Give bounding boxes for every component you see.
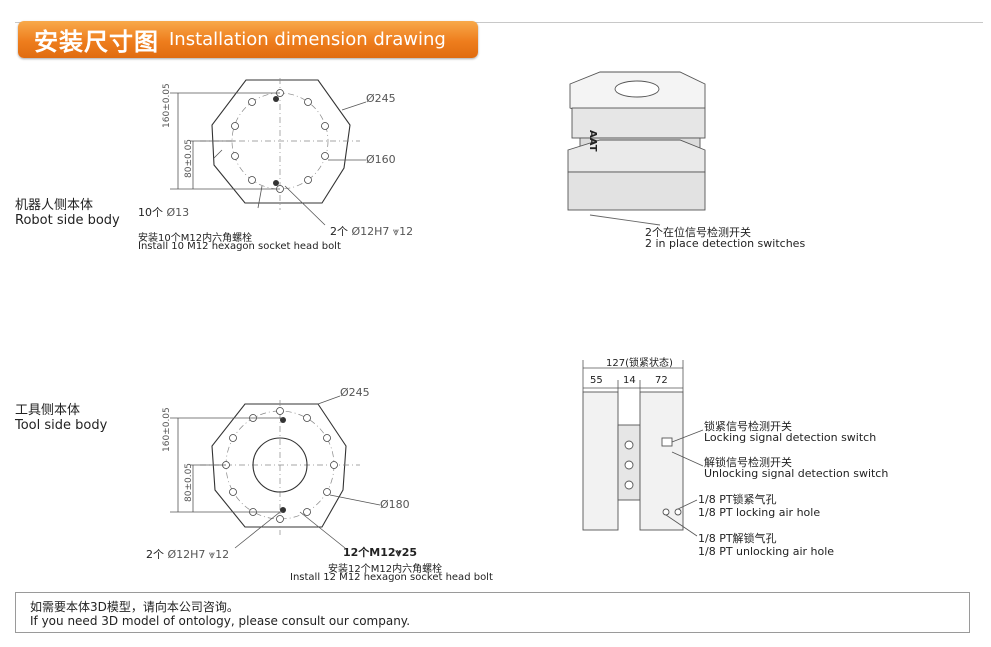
iso-switch-zh: 2个在位信号检测开关 <box>645 226 751 239</box>
footer-note-zh: 如需要本体3D模型，请向本公司咨询。 <box>30 600 239 614</box>
side-dim-c: 72 <box>655 375 668 386</box>
tool-center-bore <box>252 437 308 493</box>
tool-dim-outer: Ø245 <box>340 386 370 399</box>
side-view-drawing <box>582 360 704 537</box>
lock-switch-zh: 锁紧信号检测开关 <box>704 420 792 433</box>
section-banner: 安装尺寸图 Installation dimension drawing <box>18 21 478 58</box>
robot-side-label-zh: 机器人侧本体 <box>15 198 94 213</box>
robot-dim-80: 80±0.05 <box>184 138 194 178</box>
robot-pin-label: 2个 Ø12H7 ⩔12 <box>330 225 414 238</box>
banner-title-zh: 安装尺寸图 <box>34 28 159 56</box>
robot-holes-label: 10个 Ø13 <box>138 206 190 219</box>
lock-air-zh: 1/8 PT锁紧气孔 <box>698 493 777 506</box>
footer-note-en: If you need 3D model of ontology, please… <box>30 614 411 628</box>
side-dim-a: 55 <box>590 375 603 386</box>
unlock-air-en: 1/8 PT unlocking air hole <box>698 545 835 558</box>
robot-pin-hole <box>273 180 279 186</box>
robot-pin-hole <box>273 96 279 102</box>
robot-flange-outline <box>211 79 351 204</box>
tool-bolt-spec: 12个M12⩔25 <box>343 546 418 559</box>
lock-switch-en: Locking signal detection switch <box>704 431 877 444</box>
tool-flange-outline <box>211 403 347 528</box>
robot-dim-pcd: Ø160 <box>366 153 396 166</box>
robot-side-flange-drawing <box>170 78 367 226</box>
unlock-air-zh: 1/8 PT解锁气孔 <box>698 532 777 545</box>
tool-bolt-zh: 安装12个M12内六角螺栓 <box>328 564 443 575</box>
robot-side-label-en: Robot side body <box>15 213 120 228</box>
iso-switch-en: 2 in place detection switches <box>645 237 806 250</box>
tool-pin-hole <box>280 417 286 423</box>
header-rule <box>15 22 983 23</box>
tool-dim-80: 80±0.05 <box>184 462 194 502</box>
tool-side-label-en: Tool side body <box>15 418 108 433</box>
iso-brand-mark: AAT <box>587 130 598 152</box>
side-dim-b: 14 <box>623 375 636 386</box>
tool-side-flange-drawing <box>170 395 381 549</box>
tool-pin-hole <box>280 507 286 513</box>
footer-note-box: 如需要本体3D模型，请向本公司咨询。 If you need 3D model … <box>15 592 970 633</box>
robot-bolt-holes <box>231 89 329 193</box>
unlock-switch-en: Unlocking signal detection switch <box>704 467 889 480</box>
robot-bolt-zh: 安装10个M12内六角螺栓 <box>138 233 253 244</box>
side-dim-total: 127(锁紧状态) <box>606 358 673 369</box>
banner-title-en: Installation dimension drawing <box>169 29 446 50</box>
tool-dim-160: 160±0.05 <box>162 407 172 452</box>
tool-side-label-zh: 工具侧本体 <box>15 403 81 418</box>
robot-dim-outer: Ø245 <box>366 92 396 105</box>
lock-air-en: 1/8 PT locking air hole <box>698 506 821 519</box>
unlock-switch-zh: 解锁信号检测开关 <box>704 456 792 469</box>
tool-dim-pcd: Ø180 <box>380 498 410 511</box>
tool-bolt-en: Install 12 M12 hexagon socket head bolt <box>290 572 493 583</box>
robot-bolt-en: Install 10 M12 hexagon socket head bolt <box>138 241 341 252</box>
robot-dim-160: 160±0.05 <box>162 83 172 128</box>
tool-pin-label: 2个 Ø12H7 ⩔12 <box>146 548 230 561</box>
iso-view-drawing <box>567 71 706 226</box>
